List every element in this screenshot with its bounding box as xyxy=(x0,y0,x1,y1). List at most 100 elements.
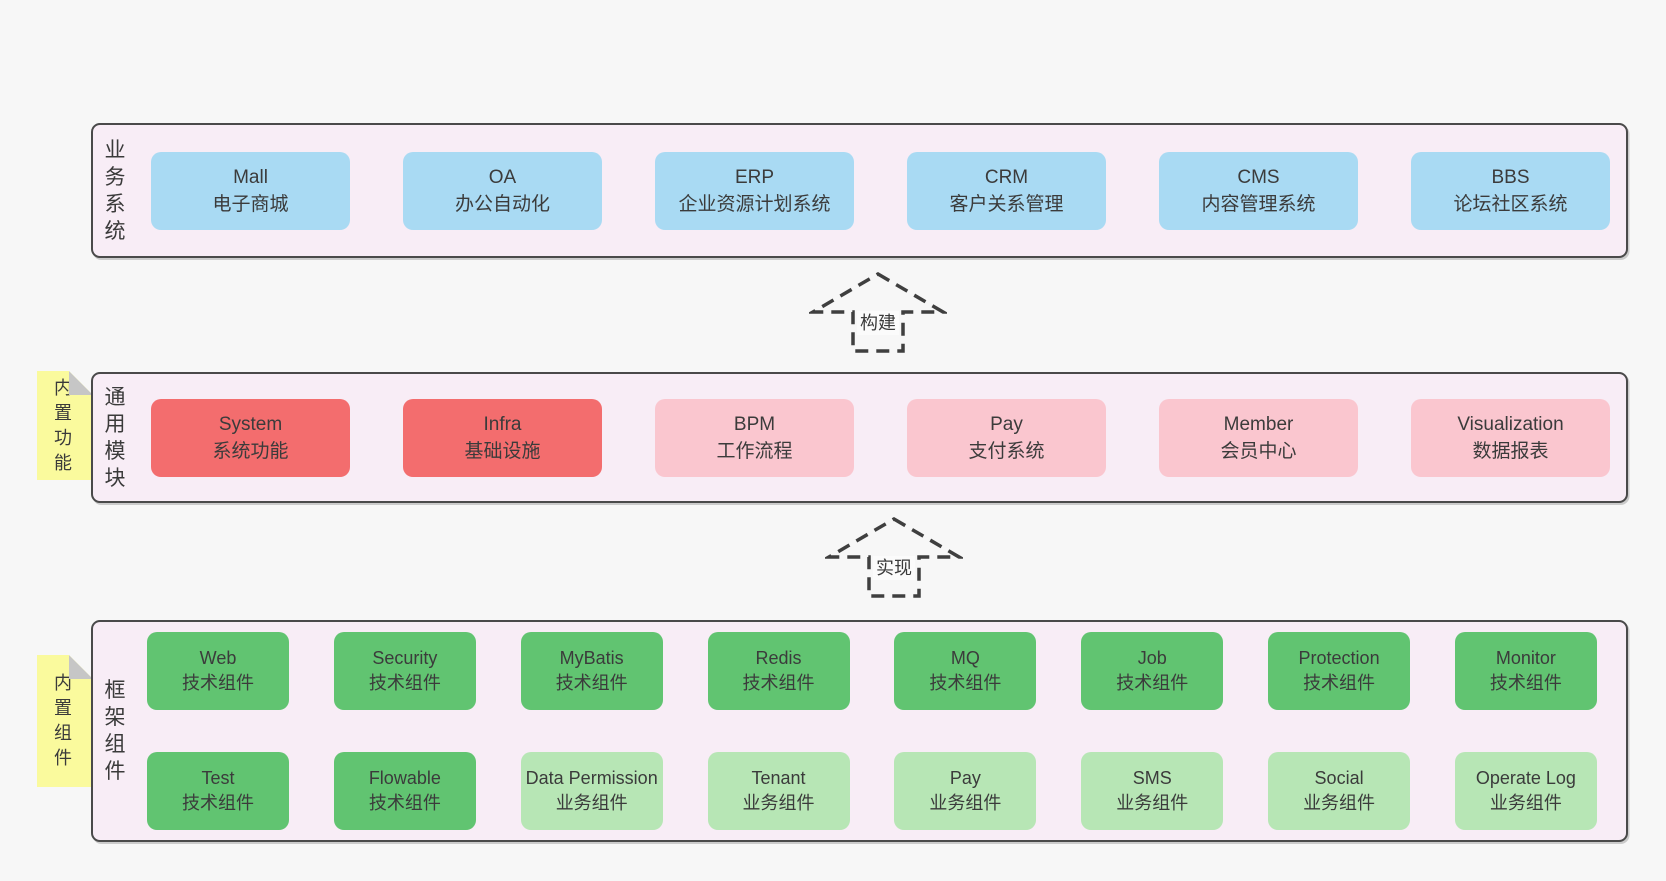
box-subtitle: 工作流程 xyxy=(716,440,793,462)
box-title: System xyxy=(218,413,283,435)
business-box-row: Mall 电子商城 OA 办公自动化 ERP 企业资源计划系统 CRM 客户关系… xyxy=(93,151,1626,230)
sticky-note-label: 内置组件 xyxy=(54,673,72,768)
box-title: Flowable xyxy=(368,768,441,789)
box-social: Social 业务组件 xyxy=(1268,752,1411,831)
box-subtitle: 技术组件 xyxy=(1489,672,1562,693)
box-member: Member 会员中心 xyxy=(1159,398,1358,477)
box-title: Redis xyxy=(755,647,802,668)
box-subtitle: 技术组件 xyxy=(182,793,254,814)
box-subtitle: 论坛社区系统 xyxy=(1453,193,1568,215)
box-title: Web xyxy=(199,647,237,668)
box-bbs: BBS 论坛社区系统 xyxy=(1411,151,1610,230)
sticky-note-built-in-components: 内置组件 xyxy=(37,655,93,787)
box-subtitle: 会员中心 xyxy=(1220,440,1297,462)
box-title: BPM xyxy=(733,413,776,435)
lane-label-framework-components: 框架组件 xyxy=(104,679,126,783)
box-protection: Protection 技术组件 xyxy=(1268,631,1411,710)
box-subtitle: 企业资源计划系统 xyxy=(678,193,831,215)
box-subtitle: 技术组件 xyxy=(555,672,628,693)
box-title: Monitor xyxy=(1495,647,1556,668)
dashed-up-arrow-icon xyxy=(809,271,947,353)
box-flowable: Flowable 技术组件 xyxy=(333,752,476,831)
box-subtitle: 业务组件 xyxy=(742,793,815,814)
box-subtitle: 技术组件 xyxy=(368,672,441,693)
box-title: BBS xyxy=(1491,166,1530,188)
box-subtitle: 办公自动化 xyxy=(454,193,550,215)
lane-label-business-systems: 业务系统 xyxy=(104,138,126,243)
box-web: Web 技术组件 xyxy=(147,631,289,710)
box-visualization: Visualization 数据报表 xyxy=(1411,398,1610,477)
box-title: CRM xyxy=(984,166,1029,188)
lane-label-common-modules: 通用模块 xyxy=(104,385,126,490)
box-title: Security xyxy=(372,647,438,668)
box-title: Pay xyxy=(949,768,981,789)
box-subtitle: 基础设施 xyxy=(464,440,541,462)
box-subtitle: 业务组件 xyxy=(555,793,628,814)
box-erp: ERP 企业资源计划系统 xyxy=(655,151,854,230)
box-title: Tenant xyxy=(751,768,806,789)
dashed-up-arrow-icon xyxy=(825,516,963,598)
box-title: Member xyxy=(1223,413,1294,435)
box-title: CMS xyxy=(1237,166,1280,188)
box-cms: CMS 内容管理系统 xyxy=(1159,151,1358,230)
box-subtitle: 内容管理系统 xyxy=(1201,193,1316,215)
box-title: Visualization xyxy=(1457,413,1564,435)
box-subtitle: 技术组件 xyxy=(1303,672,1376,693)
box-title: MyBatis xyxy=(559,647,624,668)
implement-arrow-label: 实现 xyxy=(873,556,915,580)
box-bpm: BPM 工作流程 xyxy=(655,398,854,477)
box-subtitle: 业务组件 xyxy=(1303,793,1376,814)
box-subtitle: 业务组件 xyxy=(929,793,1002,814)
lane-business-systems: 业务系统 Mall 电子商城 OA 办公自动化 ERP 企业资源计划系统 CRM… xyxy=(91,123,1628,258)
lane-common-modules: 通用模块 System 系统功能 Infra 基础设施 BPM 工作流程 Pay… xyxy=(91,372,1628,503)
box-subtitle: 数据报表 xyxy=(1472,440,1549,462)
box-oa: OA 办公自动化 xyxy=(403,151,602,230)
box-subtitle: 技术组件 xyxy=(1116,672,1189,693)
box-redis: Redis 技术组件 xyxy=(707,631,850,710)
box-title: Test xyxy=(201,768,235,789)
box-title: Job xyxy=(1137,647,1167,668)
box-title: Pay xyxy=(990,413,1023,435)
box-pay: Pay 支付系统 xyxy=(907,398,1106,477)
box-subtitle: 系统功能 xyxy=(212,440,289,462)
box-title: Protection xyxy=(1298,647,1380,668)
box-system: System 系统功能 xyxy=(151,398,350,477)
box-pay-component: Pay 业务组件 xyxy=(894,752,1037,831)
sticky-note-label: 内置功能 xyxy=(54,377,72,473)
box-title: Operate Log xyxy=(1475,768,1576,789)
sticky-note-built-in-features: 内置功能 xyxy=(37,371,93,480)
framework-box-row-2: Test 技术组件 Flowable 技术组件 Data Permission … xyxy=(93,743,1626,841)
box-tenant: Tenant 业务组件 xyxy=(707,752,850,831)
box-subtitle: 业务组件 xyxy=(1489,793,1562,814)
box-title: SMS xyxy=(1132,768,1172,789)
box-title: OA xyxy=(488,166,517,188)
box-title: Infra xyxy=(483,413,522,435)
build-arrow: 构建 xyxy=(809,271,947,355)
box-mall: Mall 电子商城 xyxy=(151,151,350,230)
box-title: MQ xyxy=(950,647,980,668)
modules-box-row: System 系统功能 Infra 基础设施 BPM 工作流程 Pay 支付系统… xyxy=(93,398,1626,477)
box-subtitle: 技术组件 xyxy=(182,672,254,693)
box-title: Mall xyxy=(233,166,268,188)
box-title: Social xyxy=(1314,768,1364,789)
box-crm: CRM 客户关系管理 xyxy=(907,151,1106,230)
box-subtitle: 支付系统 xyxy=(968,440,1045,462)
box-test: Test 技术组件 xyxy=(147,752,289,831)
framework-box-row-1: Web 技术组件 Security 技术组件 MyBatis 技术组件 Redi… xyxy=(93,622,1626,720)
box-monitor: Monitor 技术组件 xyxy=(1454,631,1597,710)
box-operate-log: Operate Log 业务组件 xyxy=(1454,752,1597,831)
box-job: Job 技术组件 xyxy=(1081,631,1224,710)
box-security: Security 技术组件 xyxy=(333,631,476,710)
box-mybatis: MyBatis 技术组件 xyxy=(520,631,663,710)
box-subtitle: 技术组件 xyxy=(368,793,441,814)
box-mq: MQ 技术组件 xyxy=(894,631,1037,710)
implement-arrow: 实现 xyxy=(825,516,963,600)
lane-framework-components: 框架组件 Web 技术组件 Security 技术组件 MyBatis 技术组件… xyxy=(91,620,1628,842)
box-infra: Infra 基础设施 xyxy=(403,398,602,477)
box-title: ERP xyxy=(734,166,775,188)
box-subtitle: 客户关系管理 xyxy=(949,193,1064,215)
box-title: Data Permission xyxy=(525,768,658,789)
box-data-permission: Data Permission 业务组件 xyxy=(520,752,663,831)
box-subtitle: 业务组件 xyxy=(1116,793,1189,814)
